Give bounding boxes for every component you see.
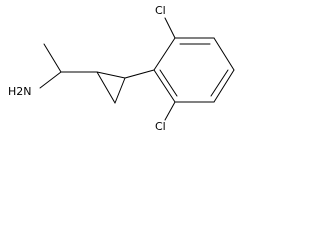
bond-methyl [43,43,62,73]
bond-chlorine-bottom [164,101,176,121]
bond-cyclopropane-3 [96,71,116,104]
chlorine-top-label: Cl [155,4,166,17]
bond-cyclopropane-1 [96,71,126,79]
bond-ring-c [213,37,235,71]
bond-ring-a [153,37,176,71]
bond-ring-f [153,69,176,103]
bond-ring-double-3 [159,69,178,97]
chlorine-bottom-label: Cl [155,120,166,133]
bond-ring-d [213,69,235,103]
molecule-structure: H2N Cl Cl [8,4,235,133]
bond-chlorine-top [164,17,176,39]
amine-label: H2N [8,85,32,98]
bond-cyclopropyl-aryl [124,69,155,79]
bond-amine [39,71,62,89]
bond-cyclopropane-2 [114,77,126,104]
bond-ring-double-2 [210,69,229,97]
structure-canvas: H2N Cl Cl [0,0,239,136]
